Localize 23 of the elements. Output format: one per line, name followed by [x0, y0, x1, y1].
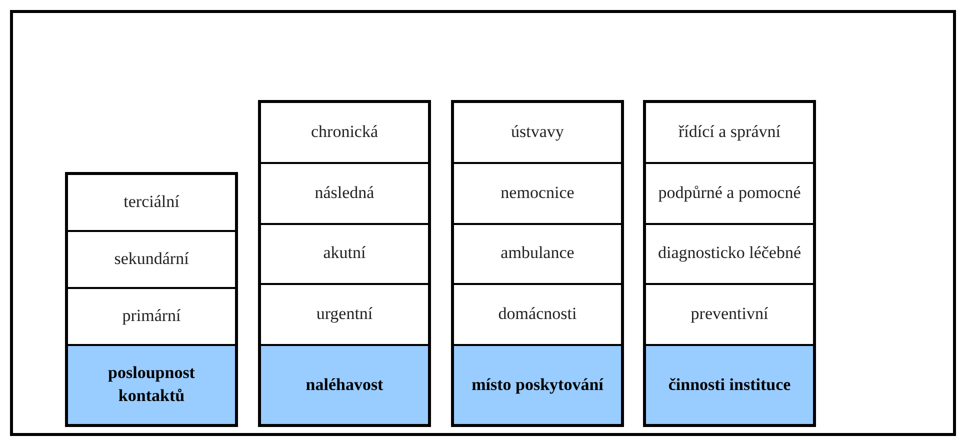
item-text: diagnosticko léčebné: [658, 242, 802, 264]
header-text: místo poskytování: [472, 374, 604, 396]
item-text: primární: [122, 305, 181, 328]
item-text: řídící a správní: [678, 120, 780, 143]
header-text: posloupnost kontaktů: [107, 362, 196, 407]
category-header-cell: [68, 346, 235, 424]
item-text: akutní: [323, 242, 366, 264]
header-text: naléhavost: [306, 374, 384, 396]
item-text: nemocnice: [500, 182, 574, 204]
category-header-cell: [261, 346, 428, 424]
category-header-cell: [454, 346, 621, 424]
item-text: následná: [314, 182, 374, 204]
header-text: činnosti instituce: [668, 374, 791, 396]
item-text: preventivní: [690, 303, 768, 326]
item-text: ústvavy: [511, 120, 564, 143]
item-text: chronická: [310, 120, 378, 143]
item-text: ambulance: [500, 242, 574, 264]
item-text: podpůrné a pomocné: [658, 182, 801, 204]
item-text: domácnosti: [498, 303, 577, 326]
item-text: terciální: [124, 191, 180, 214]
item-text: urgentní: [316, 303, 373, 326]
category-header-cell: [646, 346, 813, 424]
item-text: sekundární: [114, 248, 189, 270]
